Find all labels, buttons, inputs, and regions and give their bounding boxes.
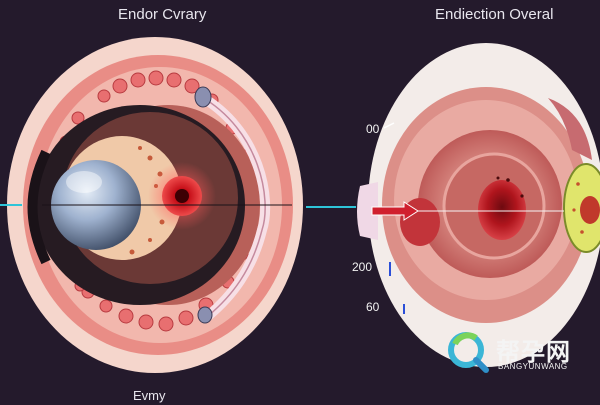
left-panel-title: Endor Cvrary [118, 6, 207, 23]
left-panel-bottom-label: Evmy [133, 388, 166, 403]
right-seed-core [580, 196, 600, 224]
watermark: 帮孕网 BANGYUNWANG [446, 330, 598, 376]
scale-label-3: 60 [366, 300, 380, 314]
left-dark-edge [27, 149, 51, 265]
right-panel-title: Endiection Overal [435, 6, 554, 23]
left-node-bottom-icon [197, 306, 213, 324]
left-ovary-diagram [7, 37, 303, 373]
left-red-core-center [175, 189, 189, 203]
right-side-nub [357, 182, 378, 240]
left-node-top-icon [194, 86, 212, 108]
scale-label-1: 00 [366, 122, 380, 136]
left-oocyte-highlight [66, 171, 102, 193]
right-top-flap [548, 98, 592, 160]
tick-marker-1-icon [383, 122, 395, 129]
left-membrane-line [199, 95, 266, 317]
right-red-core [478, 180, 526, 240]
watermark-text-en: BANGYUNWANG [498, 362, 568, 371]
watermark-text-cn: 帮孕网 [496, 339, 571, 366]
right-ovary-diagram [357, 43, 600, 367]
right-core-dots [496, 176, 524, 198]
scale-label-2: 200 [352, 260, 373, 274]
pointer-arrow-icon [371, 201, 419, 221]
right-seed-dots [572, 182, 584, 234]
magnifier-logo-icon [448, 332, 489, 373]
